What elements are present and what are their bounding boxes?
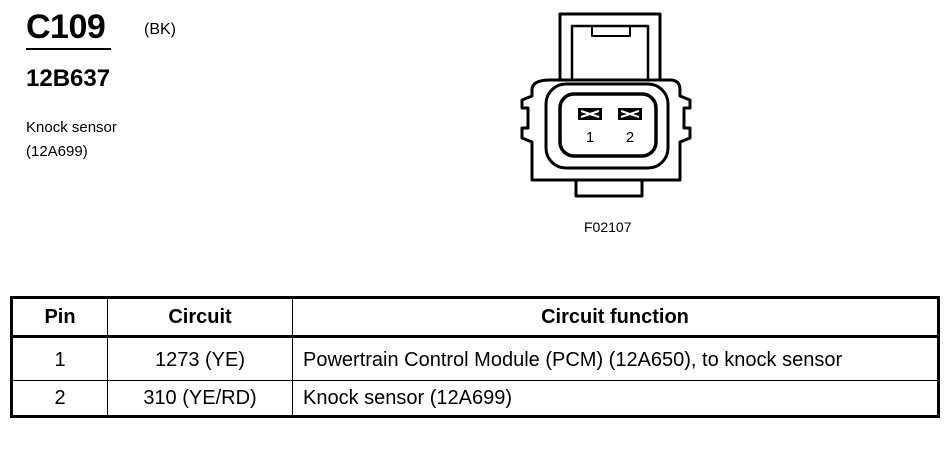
connector-id: C109	[26, 8, 106, 46]
connector-id-underline	[26, 48, 111, 50]
function-cell: Powertrain Control Module (PCM) (12A650)…	[292, 336, 939, 381]
pin-table: Pin Circuit Circuit function 1 1273 (YE)…	[10, 296, 940, 418]
connector-latch	[558, 12, 662, 80]
pin-1-terminal	[578, 108, 602, 120]
connector-latch-inner	[570, 24, 650, 80]
circuit-cell: 310 (YE/RD)	[107, 380, 293, 417]
connector-inner-housing	[544, 82, 670, 170]
component-part-number: (12A699)	[26, 143, 88, 160]
pin-2-label: 2	[626, 129, 634, 146]
connector-color: (BK)	[144, 21, 176, 38]
table-header-row: Pin Circuit Circuit function	[11, 297, 939, 338]
part-number: 12B637	[26, 65, 111, 92]
pin-1-label: 1	[586, 129, 594, 146]
component-name: Knock sensor	[26, 119, 117, 136]
connector-housing	[520, 78, 692, 182]
connector-face-diagram: 1 2	[520, 12, 692, 198]
figure-id: F02107	[584, 219, 632, 235]
connector-cavity	[558, 92, 658, 158]
pin-cell: 2	[11, 380, 108, 417]
pin-2-terminal	[618, 108, 642, 120]
column-header-circuit: Circuit	[107, 297, 293, 338]
function-cell: Knock sensor (12A699)	[292, 380, 939, 417]
column-header-pin: Pin	[11, 297, 108, 338]
column-header-function: Circuit function	[292, 297, 939, 338]
connector-bottom-tab	[574, 180, 644, 198]
table-row: 2 310 (YE/RD) Knock sensor (12A699)	[11, 380, 939, 417]
table-row: 1 1273 (YE) Powertrain Control Module (P…	[11, 336, 939, 381]
pin-cell: 1	[11, 336, 108, 381]
circuit-cell: 1273 (YE)	[107, 336, 293, 381]
